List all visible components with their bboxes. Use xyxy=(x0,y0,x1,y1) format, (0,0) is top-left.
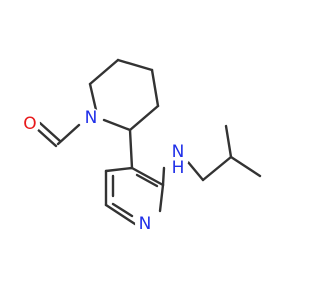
oxygen-label: O xyxy=(23,114,36,134)
bond-formyl-c-o-a xyxy=(34,126,58,148)
bond-c3-c4 xyxy=(116,58,154,72)
atom-formyl-oxygen: O xyxy=(20,114,40,134)
amine-nitrogen-label: N xyxy=(172,142,185,162)
bond-nh-ch2 xyxy=(186,160,205,182)
formyl-group xyxy=(34,121,81,148)
bond-formyl-c-o-b xyxy=(38,121,62,143)
bond-ch-ch3-b xyxy=(229,155,262,178)
bond-c6-n1 xyxy=(102,118,132,132)
bond-py-c2-nh xyxy=(161,166,166,187)
bond-c2-c3 xyxy=(88,58,120,86)
bond-ch-ch3-a xyxy=(224,124,233,159)
piperidine-ring xyxy=(88,58,160,132)
bond-piperidine-pyridine xyxy=(128,128,134,170)
atom-pyridine-nitrogen: N xyxy=(135,214,155,234)
bond-py-c5-c4 xyxy=(104,166,134,173)
bond-py-inner-3 xyxy=(111,202,134,218)
bond-py-n-c6 xyxy=(104,203,137,226)
pyridine-nitrogen-label: N xyxy=(139,214,152,234)
bond-n1-c2 xyxy=(88,82,98,112)
bond-c4-c5 xyxy=(150,68,160,108)
structure-diagram: O N N H N xyxy=(20,58,262,234)
bond-c5-c6 xyxy=(128,104,160,132)
molecule-canvas: O N N H N xyxy=(20,58,262,234)
amine-hydrogen-label: H xyxy=(172,158,185,178)
pyridine-ring xyxy=(104,166,165,226)
bond-py-c2-n xyxy=(158,183,165,213)
bond-formyl-c-n xyxy=(56,123,81,146)
bond-py-inner-2 xyxy=(135,173,159,188)
atom-piperidine-nitrogen: N xyxy=(81,108,101,128)
isobutyl-chain xyxy=(161,124,262,187)
bond-ch2-ch xyxy=(201,155,233,182)
bond-py-c3-c2 xyxy=(130,166,165,187)
piperidine-nitrogen-label: N xyxy=(85,108,98,128)
atom-amine-nitrogen: N H xyxy=(167,142,189,178)
